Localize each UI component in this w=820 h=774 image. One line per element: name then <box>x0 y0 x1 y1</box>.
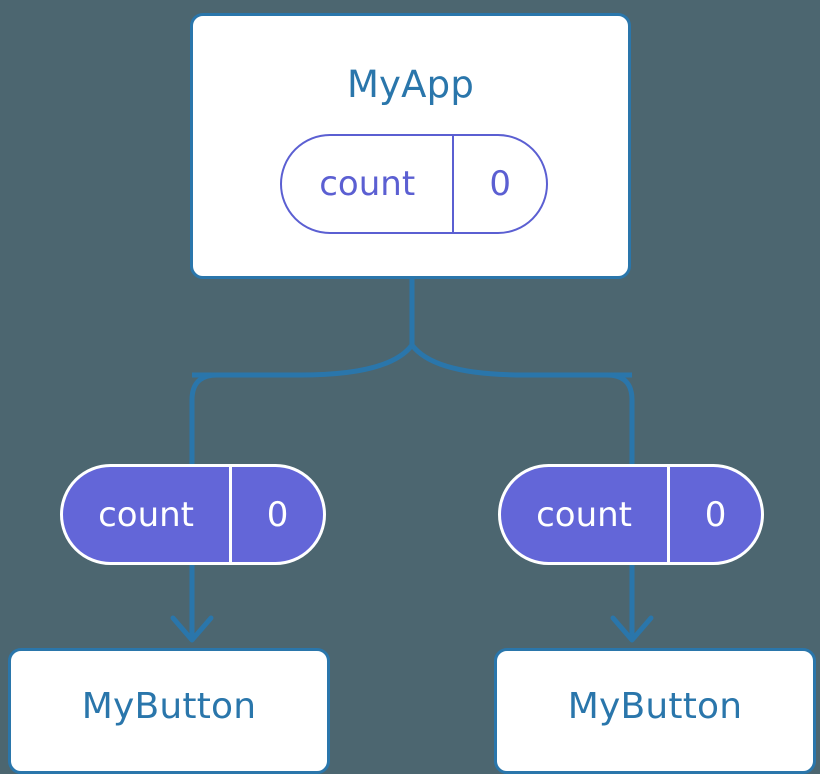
state-pill-count[interactable]: count 0 <box>280 134 548 234</box>
left-prop-arrow-head-icon <box>170 615 214 643</box>
state-pill-key: count <box>282 136 455 232</box>
fork-connector <box>192 342 632 378</box>
component-title-mybutton: MyButton <box>81 686 257 727</box>
prop-pill-key: count <box>63 467 233 562</box>
right-branch-connector <box>606 372 635 466</box>
prop-pill-value: 0 <box>704 494 727 535</box>
component-card-mybutton-right[interactable]: MyButton <box>494 648 816 774</box>
left-branch-connector <box>189 372 218 466</box>
component-title-mybutton: MyButton <box>567 686 743 727</box>
prop-pill-right-count[interactable]: count 0 <box>498 464 764 565</box>
prop-pill-value: 0 <box>266 494 289 535</box>
right-prop-arrow-head-icon <box>610 615 654 643</box>
prop-pill-key: count <box>501 467 671 562</box>
component-title-myapp: MyApp <box>346 63 475 106</box>
component-card-mybutton-left[interactable]: MyButton <box>8 648 330 774</box>
prop-pill-left-count[interactable]: count 0 <box>60 464 326 565</box>
component-card-myapp[interactable]: MyApp count 0 <box>190 13 631 279</box>
state-pill-value: 0 <box>489 164 512 204</box>
